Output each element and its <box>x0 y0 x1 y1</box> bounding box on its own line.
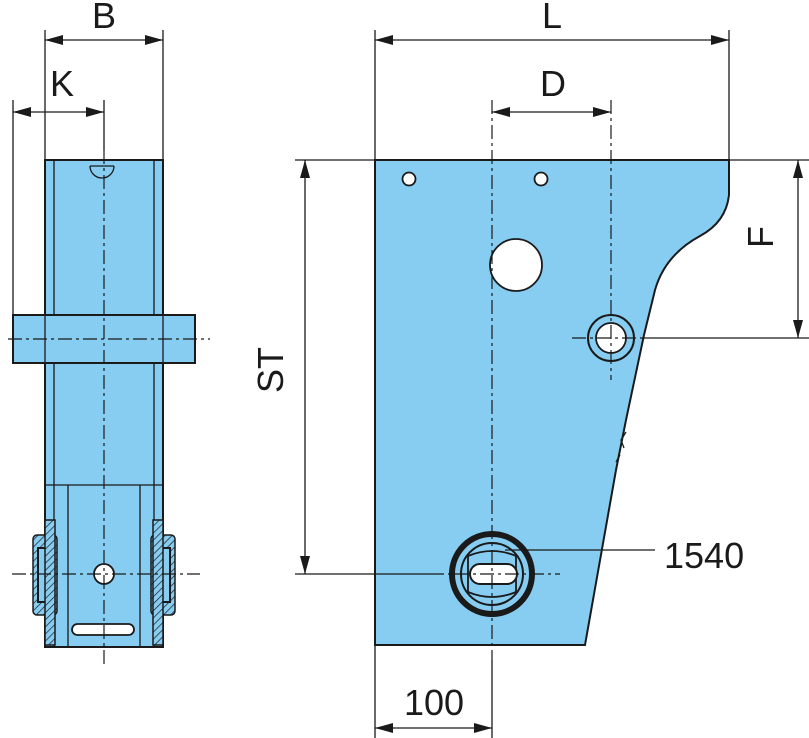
dimension-l-label: L <box>542 0 562 36</box>
front-body <box>374 159 730 646</box>
callout-1540-label: 1540 <box>664 535 744 576</box>
dimension-f-label: F <box>740 226 781 248</box>
dimension-100: 100 <box>374 645 493 738</box>
dimension-d-label: D <box>540 63 566 104</box>
dimension-l: L <box>374 0 730 160</box>
front-large-hole <box>489 238 543 292</box>
dimension-d: D <box>492 63 611 117</box>
front-hole-top-right <box>533 171 549 187</box>
front-view <box>374 100 730 660</box>
dimension-b-label: B <box>92 0 116 36</box>
side-view <box>8 150 210 665</box>
dimension-f: F <box>640 159 809 339</box>
dimension-b: B <box>44 0 164 160</box>
dimension-k-label: K <box>50 63 74 104</box>
dimension-st-label: ST <box>250 347 291 393</box>
dimension-100-label: 100 <box>404 682 464 723</box>
side-slot <box>71 623 135 636</box>
dimension-k: K <box>12 63 105 315</box>
front-hole-top-left <box>401 171 417 187</box>
dimension-st: ST <box>250 159 430 575</box>
callout-1540: 1540 <box>505 535 744 576</box>
